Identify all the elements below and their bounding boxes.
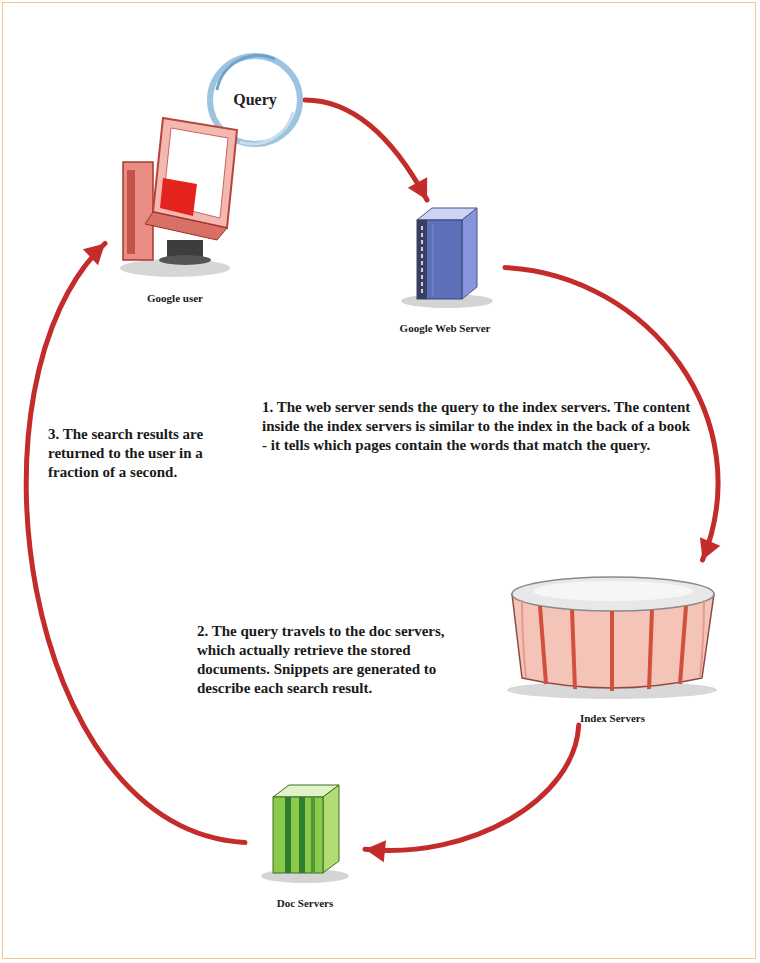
illustration-part: [533, 581, 693, 601]
web-server-icon: [385, 200, 505, 312]
server-node: Doc Servers: [245, 775, 365, 910]
illustration-part: [417, 220, 462, 299]
illustration-part: [462, 208, 477, 299]
illustration-part: [311, 797, 315, 873]
server-node: Google Web Server: [385, 200, 505, 335]
flow-arrow: [26, 244, 245, 843]
illustration-part: [217, 56, 275, 90]
server-node: Google user: [105, 100, 245, 305]
arrow-line: [305, 100, 427, 200]
node-label: Google Web Server: [385, 322, 505, 335]
illustration-part: [417, 220, 427, 299]
illustration-part: [610, 611, 614, 691]
illustration-part: [421, 226, 423, 294]
arrow-line: [26, 244, 245, 843]
arrow-head: [408, 177, 427, 200]
illustration-part: [145, 212, 227, 240]
illustration-part: [123, 162, 153, 260]
index-servers-icon: [500, 560, 725, 702]
arrow-head: [365, 840, 386, 862]
node-label: Doc Servers: [245, 897, 365, 910]
step-note: 3. The search results are returned to th…: [48, 425, 238, 482]
step-note: 2. The query travels to the doc servers,…: [197, 622, 469, 698]
computer-icon: [105, 100, 245, 285]
illustration-part: [680, 606, 686, 684]
server-node: Index Servers: [500, 560, 725, 725]
node-label: Index Servers: [500, 712, 725, 725]
illustration-part: [127, 170, 135, 254]
illustration-part: [649, 610, 652, 689]
illustration-part: [572, 610, 575, 689]
arrow-line: [365, 725, 579, 851]
illustration-part: [160, 178, 197, 216]
arrow-head: [83, 244, 105, 266]
illustration-part: [540, 606, 546, 684]
illustration-part: [153, 118, 237, 228]
flow-arrow: [365, 725, 579, 862]
illustration-part: [700, 600, 704, 678]
illustration-part: [299, 797, 305, 873]
flow-arrow: [305, 100, 427, 200]
step-note: 1. The web server sends the query to the…: [262, 398, 692, 455]
illustration-part: [522, 600, 526, 678]
illustration-part: [512, 577, 714, 611]
illustration-part: [240, 112, 293, 144]
doc-servers-icon: [245, 775, 365, 887]
node-label: Google user: [105, 292, 245, 305]
illustration-part: [323, 785, 339, 873]
illustration-part: [433, 224, 434, 296]
illustration-part: [273, 797, 323, 873]
illustration-part: [285, 797, 291, 873]
illustration-part: [159, 255, 211, 265]
arrow-head: [700, 537, 720, 560]
